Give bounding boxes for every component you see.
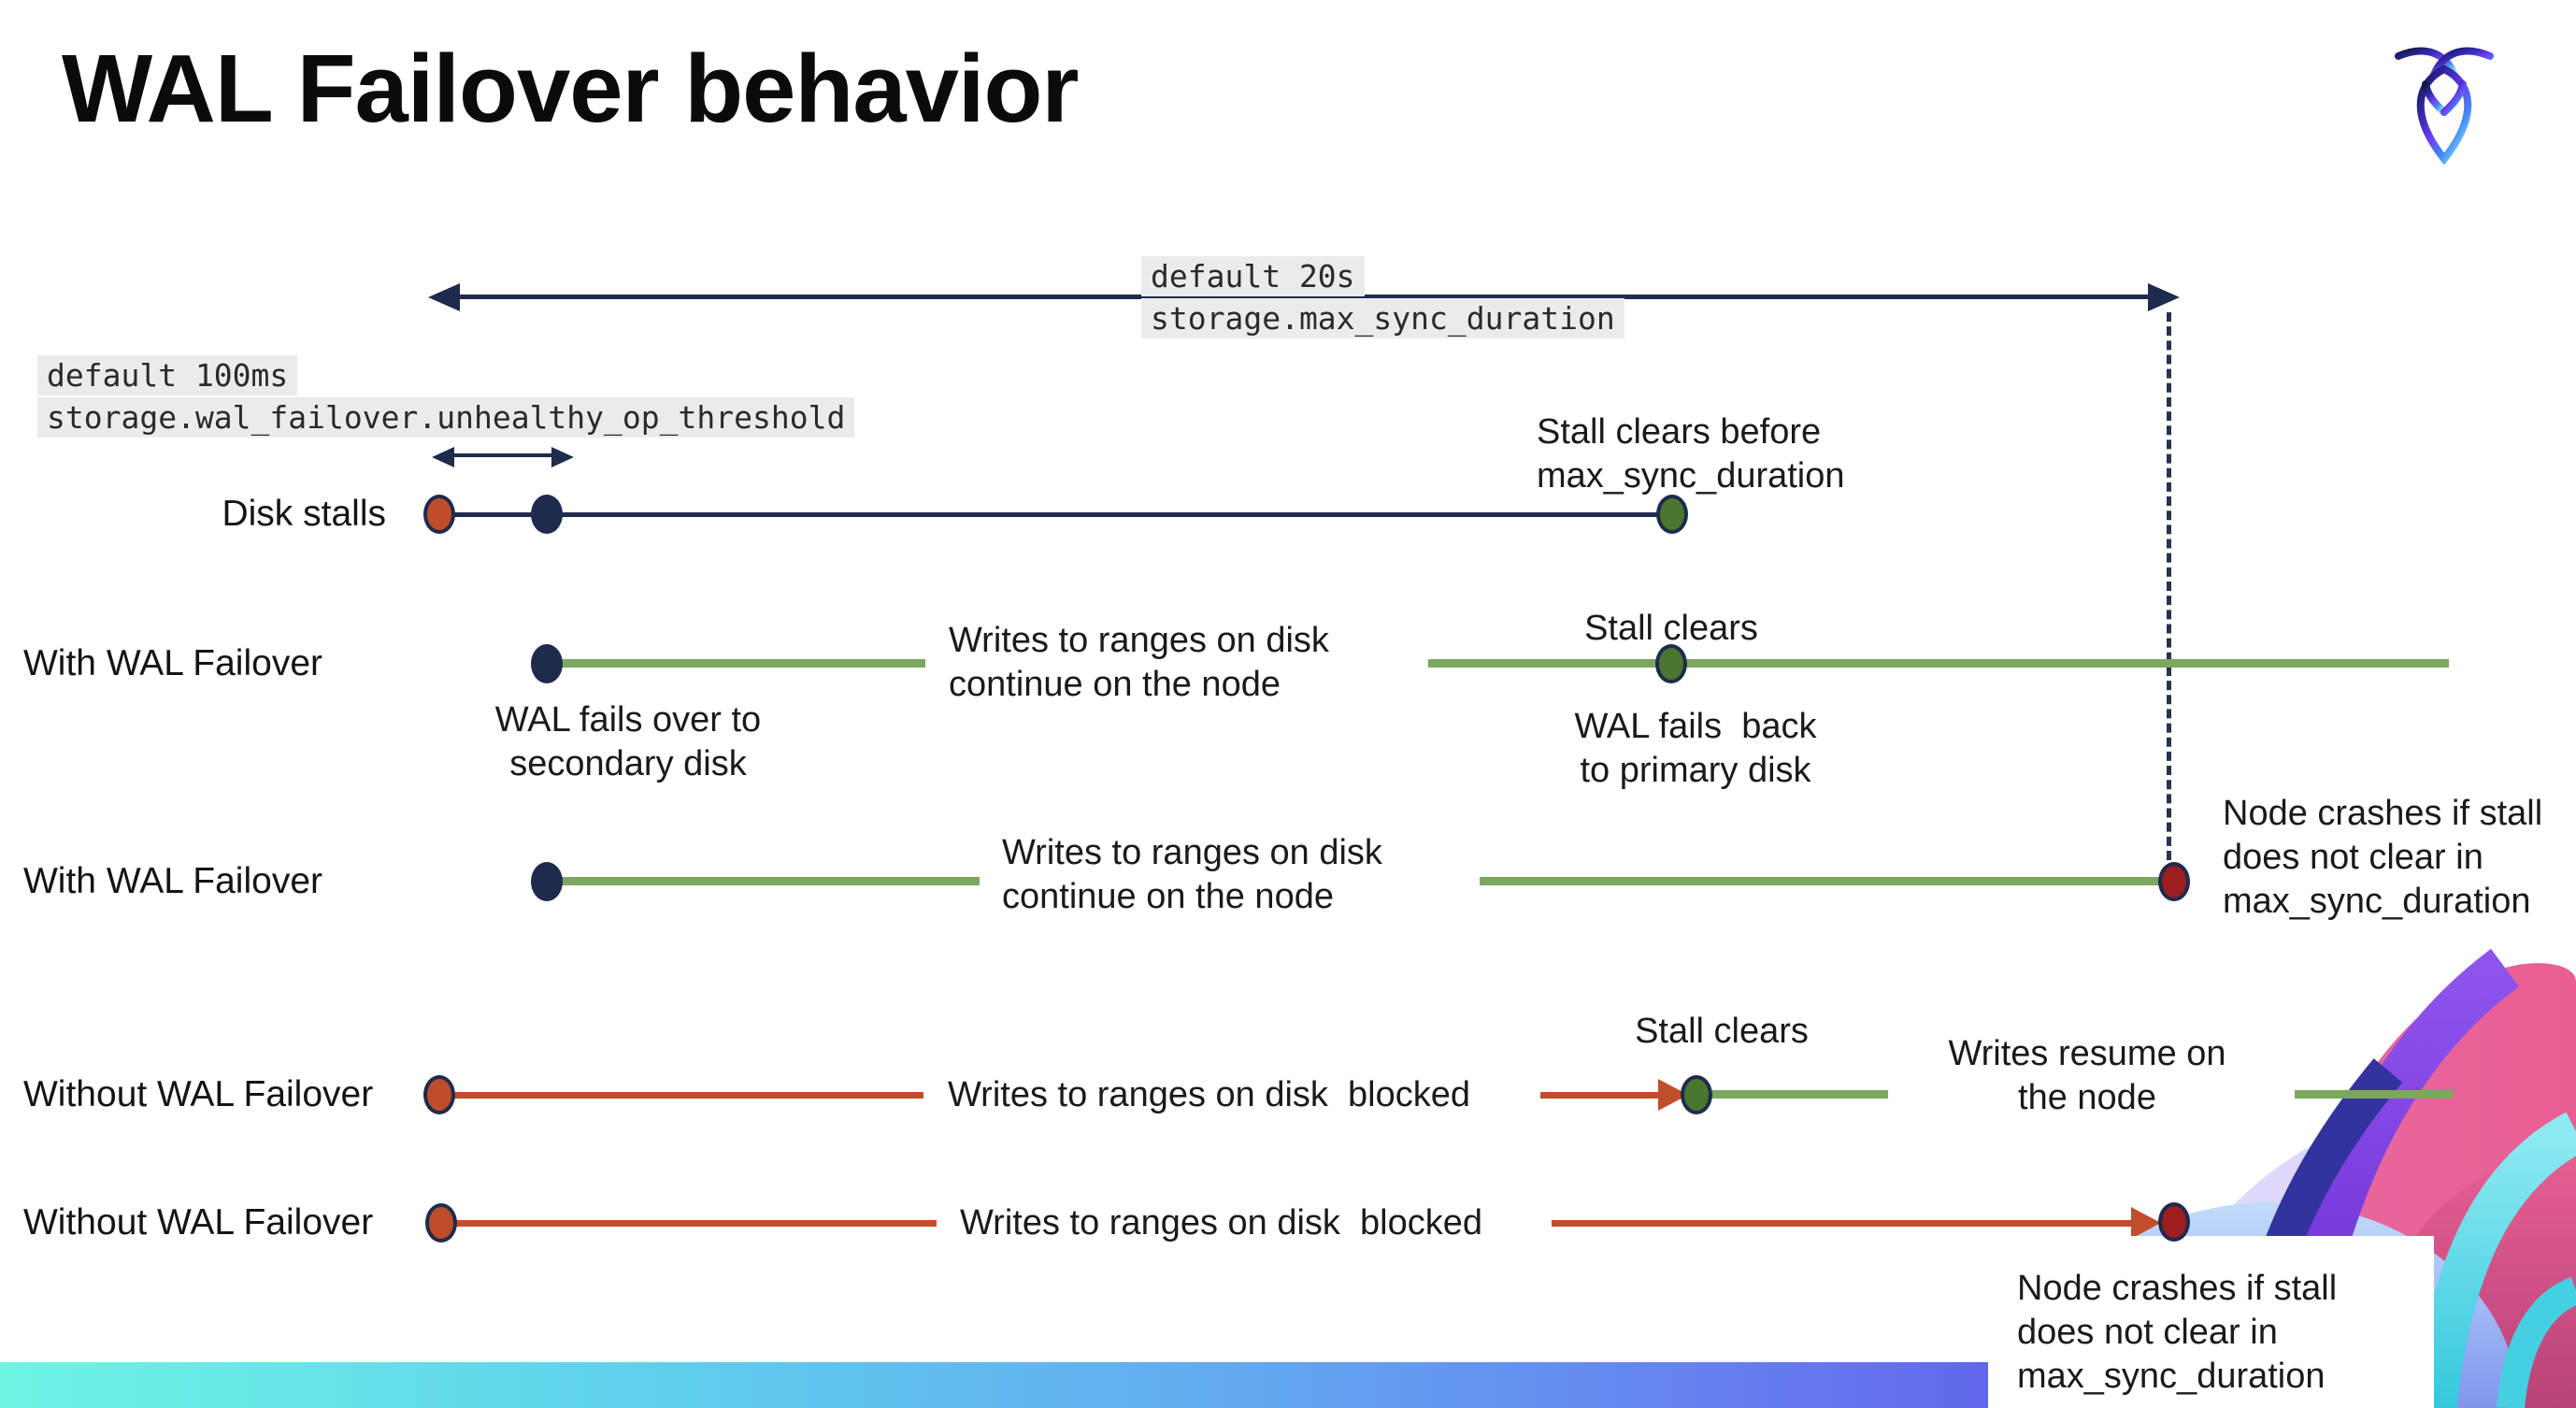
wal-fails-over-note: WAL fails over to secondary disk [494, 700, 762, 783]
row-label-disk-stalls: Disk stalls [222, 494, 386, 534]
disk-stalls-line [449, 512, 1664, 517]
stall-clear-dot [1655, 644, 1687, 683]
failover-trigger-dot [531, 495, 563, 534]
node-crashes-note: Node crashes if stall does not clear in … [2017, 1269, 2338, 1396]
red-segment [1552, 1220, 2133, 1227]
failover-trigger-dot [531, 862, 563, 901]
red-segment [456, 1220, 937, 1227]
stall-start-dot [425, 1203, 457, 1243]
max-sync-dashed-connector [2167, 312, 2171, 860]
brand-art-cyan-arc [2497, 1276, 2576, 1408]
arrowhead-right-icon [2148, 283, 2180, 311]
threshold-arrow [447, 453, 551, 457]
row-label-without-wal-failover-2: Without WAL Failover [23, 1202, 374, 1243]
stall-start-dot [423, 1075, 455, 1114]
failover-trigger-dot [531, 644, 563, 683]
node-crash-dot [2158, 862, 2190, 901]
row-label-without-wal-failover-1: Without WAL Failover [23, 1074, 374, 1114]
node-crash-dot [2158, 1202, 2190, 1242]
arrowhead-left-icon [428, 283, 460, 311]
writes-blocked-note: Writes to ranges on disk blocked [948, 1075, 1471, 1114]
crash-note-box [1988, 1236, 2434, 1408]
node-crashes-note: Node crashes if stall does not clear in … [2223, 794, 2543, 921]
writes-blocked-note: Writes to ranges on disk blocked [960, 1203, 1483, 1243]
max-sync-setting-label: storage.max_sync_duration [1141, 298, 1624, 338]
writes-resume-note: Writes resume on the node [1948, 1034, 2226, 1117]
brand-art-cyan-arc [2413, 1112, 2576, 1408]
writes-continue-note: Writes to ranges on disk continue on the… [1002, 833, 1382, 916]
green-segment [1480, 877, 2161, 885]
arrowhead-right-icon [551, 447, 574, 467]
max-sync-duration-arrow [445, 295, 2165, 299]
stall-clears-note: Stall clears [1635, 1012, 1809, 1051]
green-segment [1682, 659, 2449, 668]
green-segment [561, 877, 980, 885]
arrowhead-left-icon [432, 447, 454, 467]
wal-fails-back-note: WAL fails back to primary disk [1574, 707, 1817, 790]
stall-clears-note: Stall clears [1584, 609, 1758, 648]
red-segment [1540, 1092, 1662, 1099]
cockroachdb-logo-icon [2395, 47, 2494, 165]
green-segment [2295, 1090, 2454, 1099]
stall-clear-dot [1656, 495, 1688, 534]
green-segment [1710, 1090, 1888, 1099]
max-sync-default-label: default 20s [1141, 256, 1365, 296]
stall-clear-dot [1681, 1075, 1712, 1114]
row-label-with-wal-failover-2: With WAL Failover [23, 861, 322, 901]
row-label-with-wal-failover-1: With WAL Failover [23, 643, 322, 683]
threshold-setting-label: storage.wal_failover.unhealthy_op_thresh… [37, 397, 855, 438]
page-title: WAL Failover behavior [62, 35, 1080, 142]
threshold-default-label: default 100ms [37, 355, 298, 395]
stall-start-dot [423, 495, 455, 534]
stall-clears-before-note: Stall clears before max_sync_duration [1537, 412, 1845, 496]
red-arrowhead-icon [2131, 1207, 2161, 1239]
green-segment [1428, 659, 1669, 668]
red-segment [454, 1092, 923, 1099]
green-segment [561, 659, 925, 668]
writes-continue-note: Writes to ranges on disk continue on the… [949, 621, 1329, 704]
